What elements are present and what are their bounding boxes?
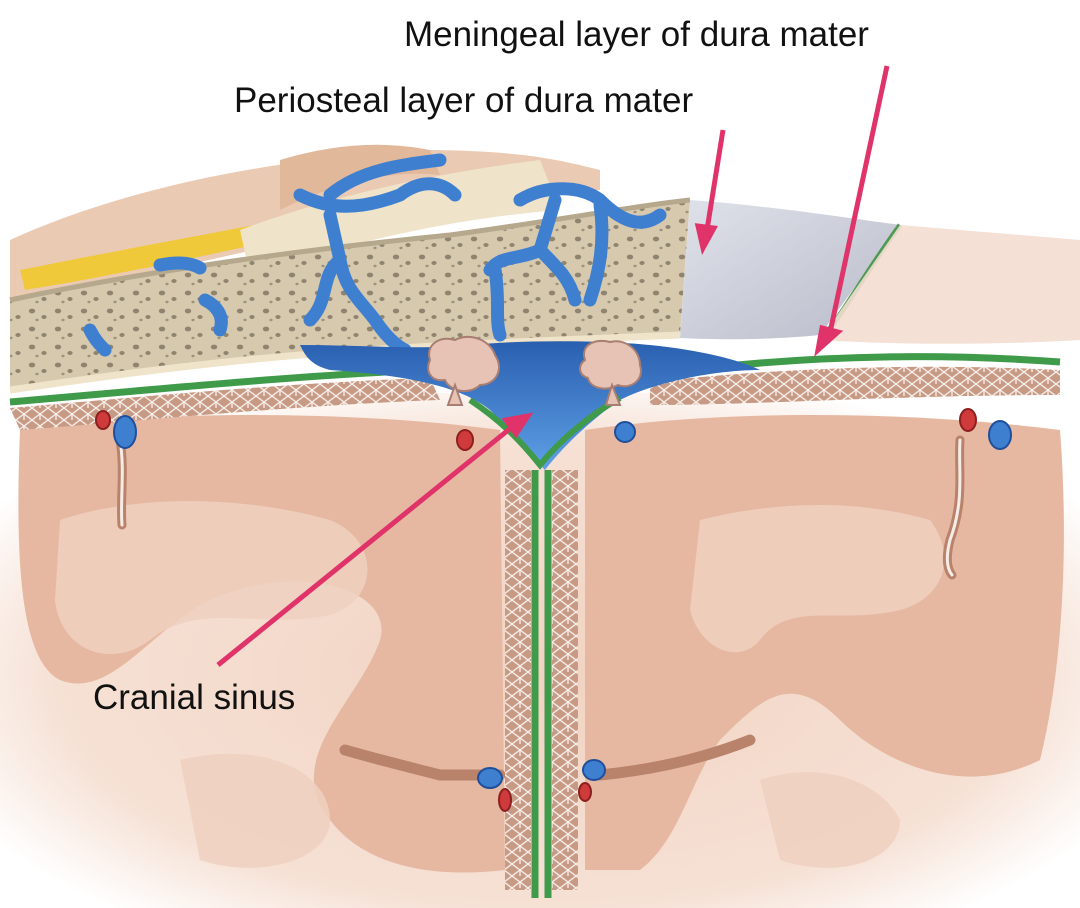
- diploic-veins: [83, 153, 667, 357]
- arrow-meningeal: [825, 65, 890, 343]
- periosteal-dura-sheet: [680, 200, 900, 340]
- arrow-periosteal: [703, 129, 726, 237]
- sulci: [115, 435, 965, 781]
- cranial-sinus-label: Cranial sinus: [93, 678, 296, 717]
- periosteal-layer-label: Periosteal layer of dura mater: [234, 81, 694, 120]
- pointer-arrows: [216, 65, 890, 667]
- cranial-sinus-shape: [300, 341, 760, 470]
- meningeal-layer-label: Meningeal layer of dura mater: [404, 15, 869, 54]
- cortical-vessels: [95, 408, 1012, 812]
- arrow-sinus: [216, 425, 514, 667]
- arachnoid-layers: [10, 366, 1060, 890]
- arachnoid-granulations: [427, 335, 642, 406]
